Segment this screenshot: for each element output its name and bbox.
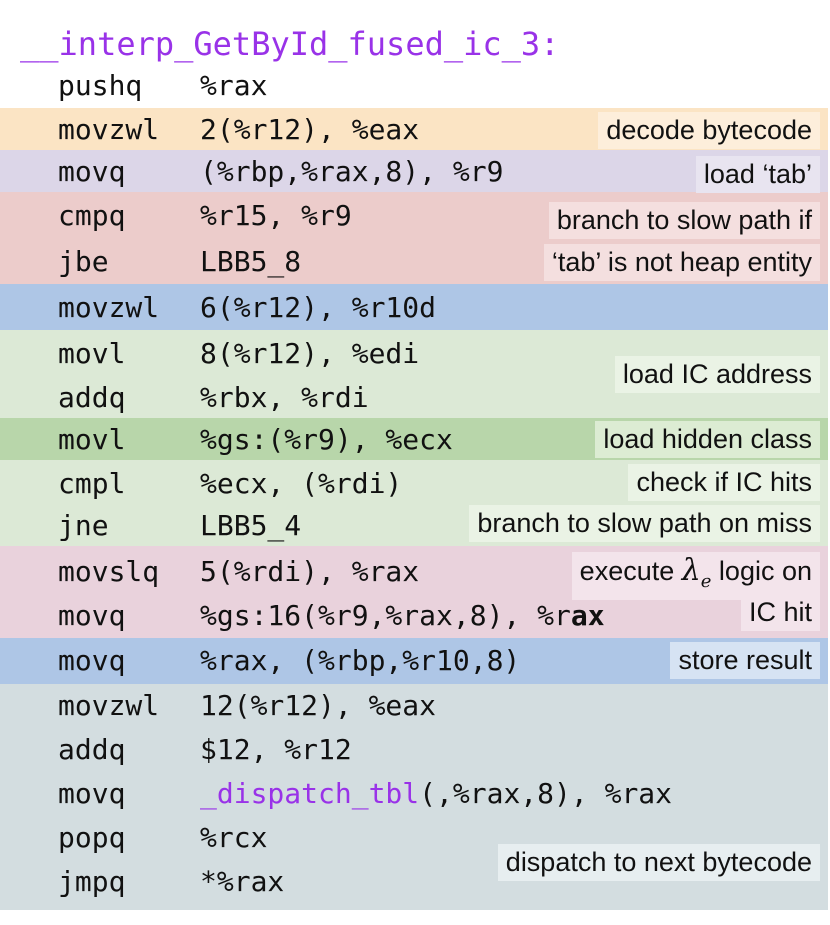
band-store-operand <box>0 284 828 330</box>
opcode: popq <box>58 821 126 854</box>
operands: %rbx, %rdi <box>200 381 369 414</box>
opcode: jbe <box>58 245 109 278</box>
opcode: cmpq <box>58 199 126 232</box>
function-name: __interp_GetById_fused_ic_3: <box>20 25 560 63</box>
opcode: movl <box>58 337 126 370</box>
lambda-symbol: λe <box>681 553 712 592</box>
opcode: jne <box>58 509 109 542</box>
note-lambda-post: logic on <box>711 556 812 586</box>
note-load-tab: load ‘tab’ <box>695 156 820 193</box>
note-decode: decode bytecode <box>598 112 820 149</box>
operands: _dispatch_tbl(,%rax,8), %rax <box>200 774 672 814</box>
lambda-glyph: λ <box>681 553 701 588</box>
opcode: movq <box>58 644 126 677</box>
note-lambda-pre: execute <box>579 556 682 586</box>
operands: %gs:(%r9), %ecx <box>200 423 453 456</box>
operands: 8(%r12), %edi <box>200 337 420 370</box>
opcode: movzwl <box>58 113 160 146</box>
operands: 6(%r12), %r10d <box>200 291 437 324</box>
operands: $12, %r12 <box>200 733 352 766</box>
opcode: movq <box>58 155 126 188</box>
operands: %ecx, (%rdi) <box>200 467 403 500</box>
operands: %rax <box>200 69 268 102</box>
opcode: movzwl <box>58 689 160 722</box>
opcode: movzwl <box>58 291 160 324</box>
opcode: cmpl <box>58 467 126 500</box>
operands: 5(%rdi), %rax <box>200 555 420 588</box>
operands: %gs:16(%r9,%rax,8), %rax <box>200 596 605 636</box>
opcode: movslq <box>58 555 160 588</box>
operands: 12(%r12), %eax <box>200 689 437 722</box>
dispatch-table-symbol: _dispatch_tbl <box>200 777 420 810</box>
operands-part: %gs:16(%r9,%rax,8), %r <box>200 599 571 632</box>
opcode: pushq <box>58 69 143 102</box>
note-ic-hit: IC hit <box>740 594 820 631</box>
operands: %rcx <box>200 821 268 854</box>
band-load-tab <box>0 150 828 192</box>
operands: LBB5_8 <box>200 245 302 278</box>
note-store-result: store result <box>670 642 820 679</box>
opcode: addq <box>58 381 126 414</box>
note-lambda: execute λe logic on <box>571 552 820 600</box>
operands: (%rbp,%rax,8), %r9 <box>200 155 504 188</box>
opcode: movq <box>58 599 126 632</box>
opcode: jmpq <box>58 865 126 898</box>
note-branch-miss: branch to slow path on miss <box>469 505 820 542</box>
opcode: addq <box>58 733 126 766</box>
operands: %r15, %r9 <box>200 199 352 232</box>
operands-rest: (,%rax,8), %rax <box>419 777 673 810</box>
note-dispatch: dispatch to next bytecode <box>497 844 820 881</box>
operands: LBB5_4 <box>200 509 302 542</box>
note-hidden-class: load hidden class <box>595 421 820 458</box>
note-check-ic: check if IC hits <box>628 464 820 501</box>
operands: *%rax <box>200 865 285 898</box>
note-branch-heap-1: branch to slow path if <box>548 202 820 239</box>
note-ic-address: load IC address <box>614 356 820 393</box>
operands: %rax, (%rbp,%r10,8) <box>200 644 521 677</box>
lambda-subscript: e <box>700 571 712 592</box>
note-branch-heap-2: ‘tab’ is not heap entity <box>543 244 820 281</box>
operands-bold-part: ax <box>570 599 605 632</box>
operands: 2(%r12), %eax <box>200 113 420 146</box>
opcode: movq <box>58 777 126 810</box>
opcode: movl <box>58 423 126 456</box>
